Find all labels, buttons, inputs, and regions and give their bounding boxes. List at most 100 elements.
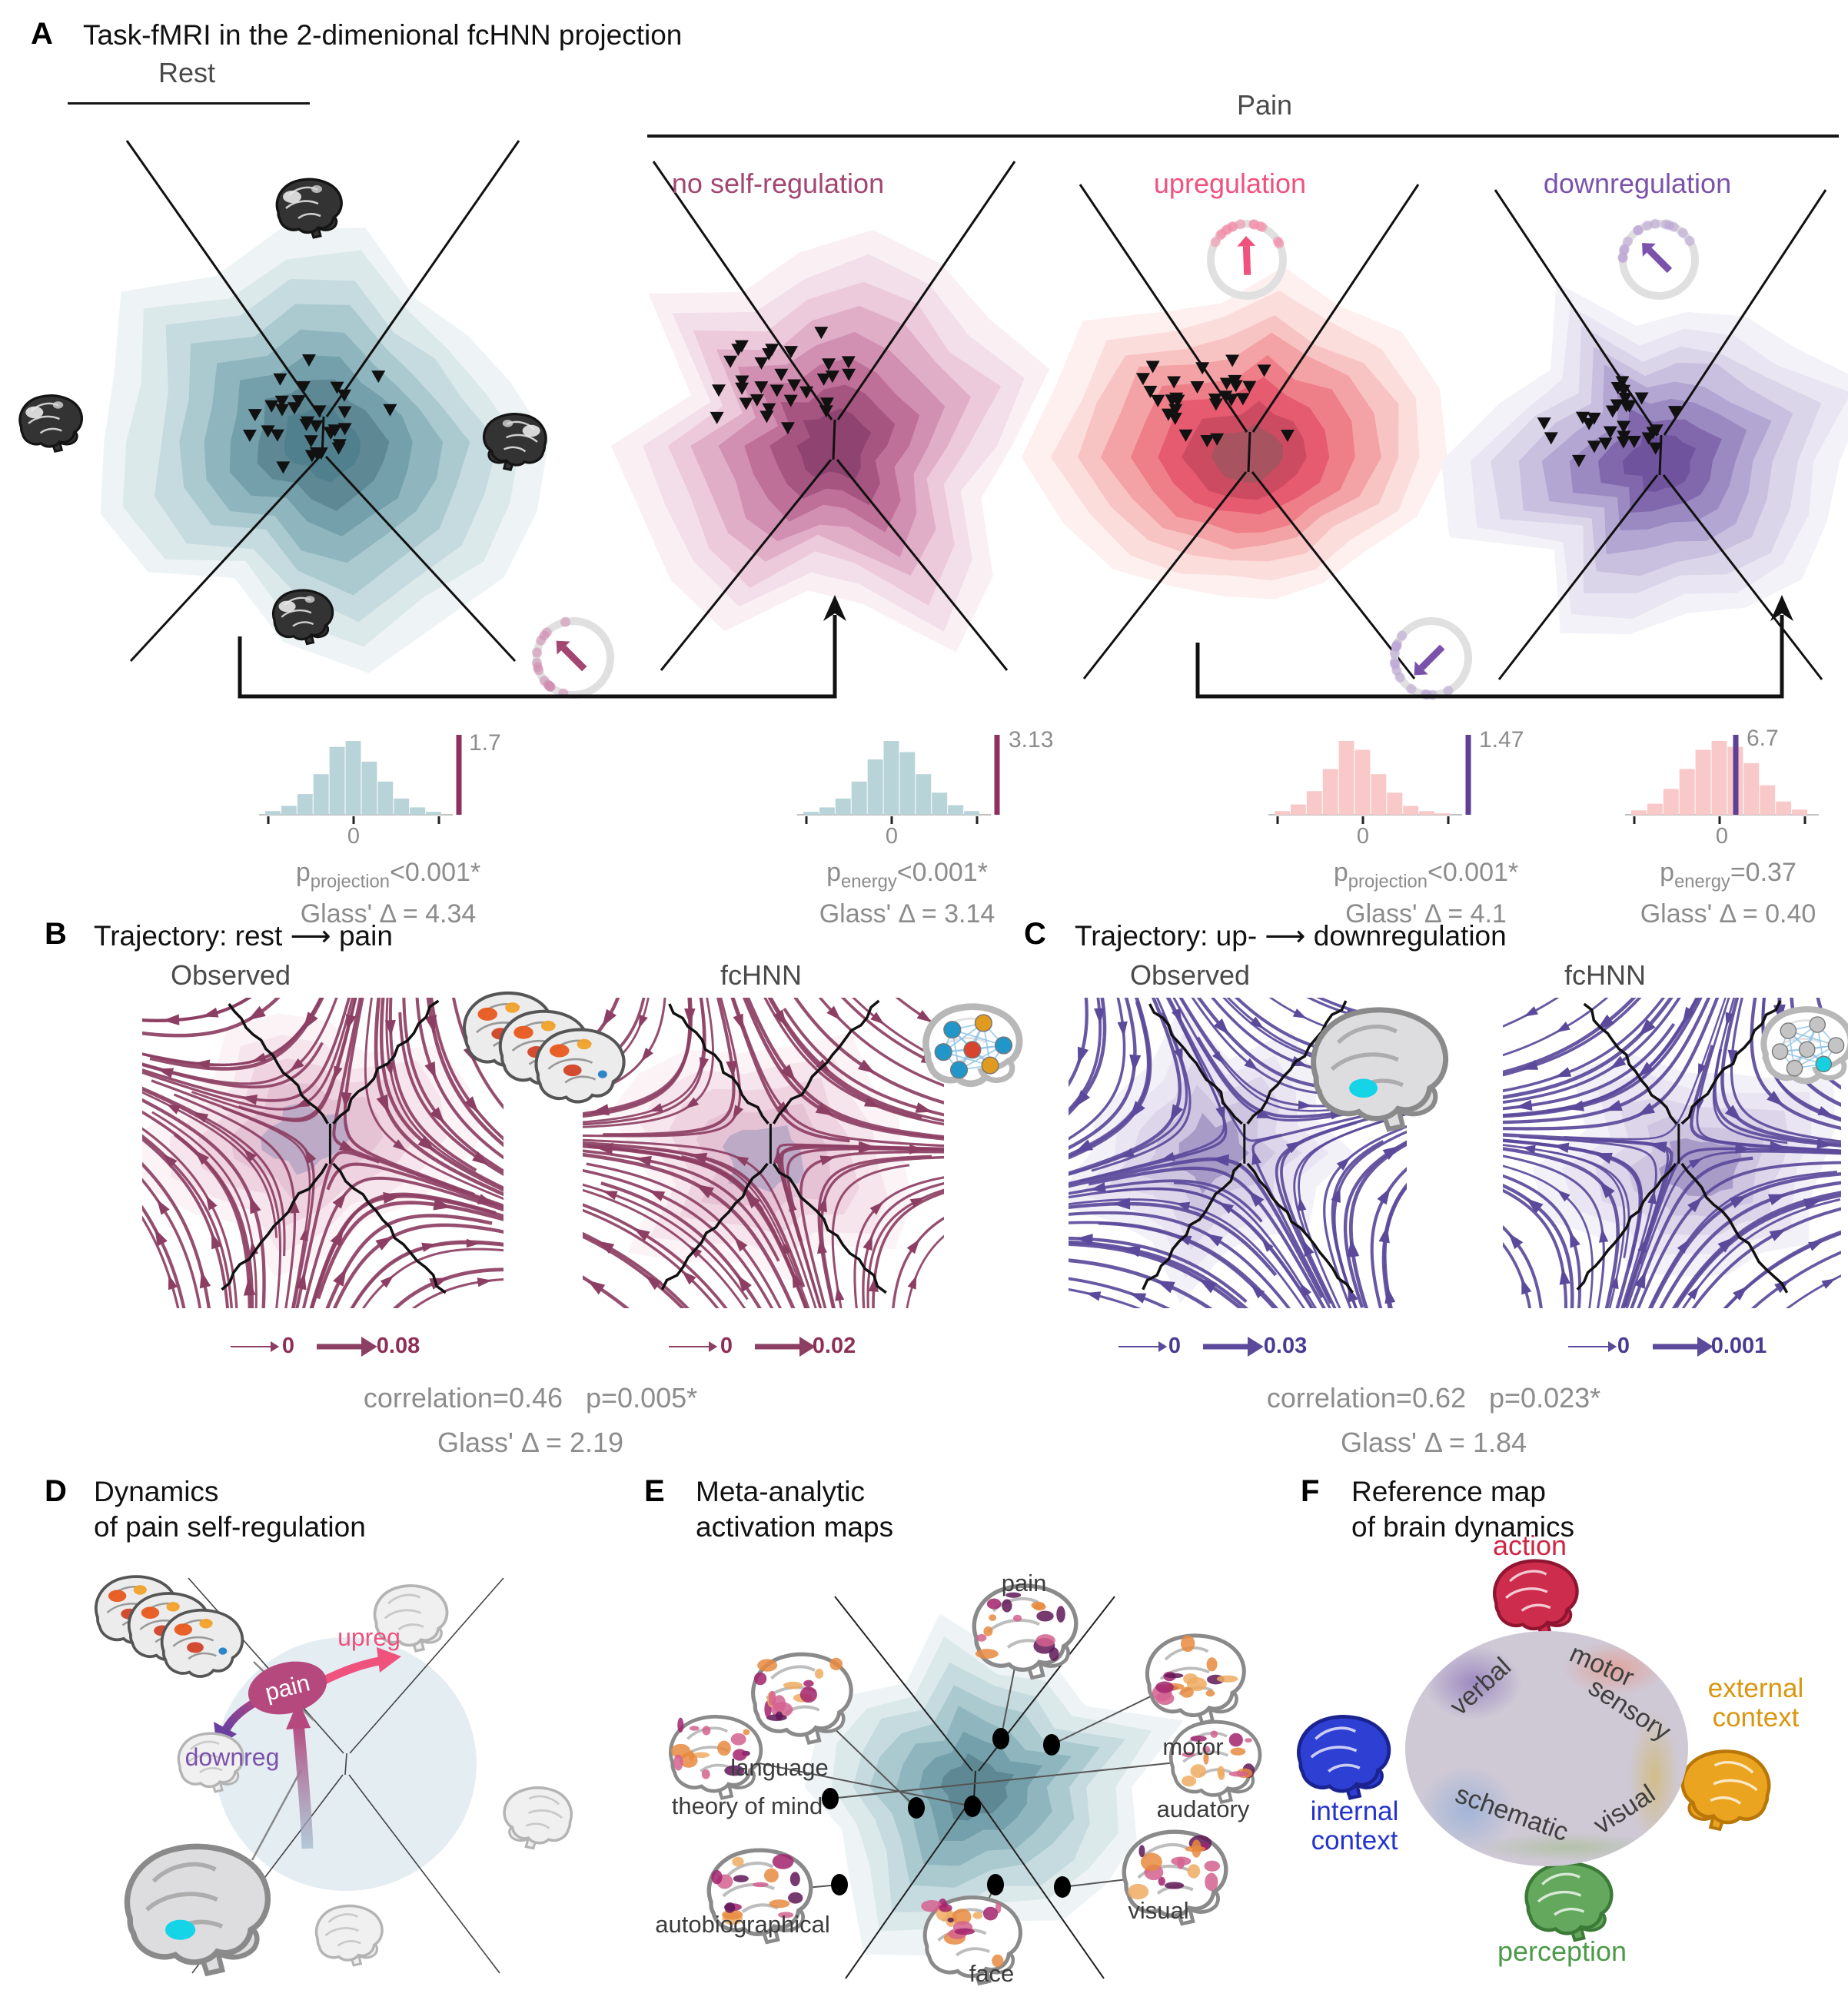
p-value-line: penergy<0.001* — [826, 858, 988, 892]
observed-label: Observed — [170, 959, 291, 991]
node-label-action: action — [1492, 1530, 1567, 1561]
activation-brain-stack — [462, 991, 626, 1104]
panel-f-title-line1: Reference map — [1351, 1476, 1546, 1507]
panel-b-icons — [462, 991, 1023, 1104]
glass-delta-line: Glass' Δ = 4.1 — [1345, 899, 1507, 929]
panel-c-title: Trajectory: up- ⟶ downregulation — [1075, 920, 1507, 952]
streamplot-b-fchnn — [583, 998, 944, 1308]
stream-legend-max: 0.08 — [376, 1334, 420, 1358]
panel-e-title-line2: activation maps — [696, 1511, 894, 1543]
panel-b-letter: B — [45, 917, 67, 951]
panel-a-title: Task-fMRI in the 2-dimenional fcHNN proj… — [83, 19, 683, 51]
brain-icon — [1122, 1829, 1228, 1926]
map-label-visual: visual — [1128, 1897, 1189, 1924]
stream-legend-min: 0 — [1617, 1334, 1630, 1358]
panel-e-title-line1: Meta-analytic — [696, 1476, 866, 1507]
brain-icon — [272, 589, 334, 646]
streamplot-c-fchnn — [1503, 998, 1841, 1308]
brain-icon — [1493, 1559, 1579, 1637]
correlation-line: correlation=0.62 p=0.023* — [1266, 1382, 1601, 1414]
brain-icon — [314, 1904, 384, 1967]
hist-zero-tick: 0 — [347, 824, 361, 849]
panel-a-rest-kde — [18, 140, 549, 673]
brain-icon — [972, 1583, 1079, 1680]
fchnn-network-icon — [1760, 1006, 1848, 1085]
stream-legend-min: 0 — [281, 1334, 295, 1358]
brain-icon — [669, 1715, 763, 1800]
glass-delta-line: Glass' Δ = 2.19 — [437, 1427, 624, 1458]
map-label-motor: motor — [1162, 1733, 1224, 1760]
brain-icon — [373, 1584, 449, 1653]
brain-icon — [275, 178, 343, 239]
glass-delta-line: Glass' Δ = 0.40 — [1640, 899, 1816, 929]
condition-label-upregulation: upregulation — [1153, 168, 1307, 199]
brain-icon — [1680, 1749, 1771, 1832]
glass-delta-line: Glass' Δ = 3.14 — [819, 899, 995, 929]
panel-c-icons — [1311, 1006, 1848, 1132]
map-label-face: face — [969, 1960, 1015, 1987]
map-label-language: language — [730, 1754, 829, 1781]
rest-underline — [68, 102, 310, 105]
fchnn-label: fcHNN — [1564, 959, 1646, 991]
activation-brain-stack — [95, 1575, 244, 1678]
panel-d-title-line1: Dynamics — [94, 1476, 219, 1507]
panel-c-legend-arrows — [1118, 1337, 1713, 1357]
panel-a-noselfreg-kde — [610, 161, 1050, 671]
brain-icon — [706, 1848, 813, 1945]
p-value-line: penergy=0.37 — [1660, 858, 1796, 892]
panel-a-upreg-kde — [1021, 184, 1447, 679]
correlation-line: correlation=0.46 p=0.005* — [363, 1382, 698, 1414]
brain-dynamics-gradient-map — [1405, 1631, 1688, 1866]
brain-icon — [124, 1843, 271, 1977]
panel-a-letter: A — [31, 17, 53, 51]
brain-icon — [1524, 1861, 1614, 1942]
streamplot-c-observed — [1069, 998, 1407, 1308]
p-value-line: pprojection<0.001* — [1333, 858, 1519, 892]
panel-a-connectors — [238, 595, 1793, 700]
rest-header: Rest — [158, 57, 216, 88]
brain-icon — [1168, 1719, 1262, 1805]
condition-label-downregulation: downregulation — [1543, 168, 1732, 199]
fchnn-label: fcHNN — [720, 959, 802, 991]
hist-zero-tick: 0 — [885, 824, 899, 849]
map-label-audatory: audatory — [1156, 1796, 1250, 1822]
brain-icon — [18, 394, 83, 453]
downreg-label: downreg — [184, 1743, 280, 1771]
node-label-perception: perception — [1497, 1935, 1627, 1967]
pain-underline — [647, 135, 1839, 138]
stream-legend-max: 0.001 — [1710, 1334, 1767, 1358]
map-label-autobiographical: autobiographical — [655, 1911, 830, 1938]
condition-label-no-self-regulation: no self-regulation — [671, 168, 885, 199]
hist-zero-tick: 0 — [1356, 824, 1370, 849]
panel-a-downreg-kde — [1441, 189, 1848, 680]
stream-legend-min: 0 — [720, 1334, 733, 1358]
brain-icon — [1297, 1715, 1391, 1800]
panel-f-letter: F — [1301, 1474, 1320, 1508]
panel-d-letter: D — [45, 1474, 67, 1508]
stream-legend-max: 0.02 — [812, 1334, 856, 1358]
observed-stat-label: 1.47 — [1479, 727, 1524, 752]
glass-delta-line: Glass' Δ = 1.84 — [1340, 1427, 1527, 1458]
brain-icon — [751, 1652, 853, 1745]
map-label-pain: pain — [1001, 1570, 1047, 1596]
panel-c-letter: C — [1024, 917, 1046, 951]
map-label-theory-of-mind: theory of mind — [671, 1792, 823, 1819]
panel-e-kde — [669, 1583, 1262, 1986]
observed-label: Observed — [1129, 959, 1251, 991]
panel-f-title-line2: of brain dynamics — [1351, 1511, 1574, 1543]
stream-legend-max: 0.03 — [1263, 1334, 1308, 1358]
panel-d-diagram — [95, 1575, 573, 1977]
observed-stat-label: 3.13 — [1009, 727, 1054, 752]
panel-e-letter: E — [644, 1474, 665, 1508]
brain-icon — [921, 1895, 1022, 1986]
panel-b-title: Trajectory: rest ⟶ pain — [94, 920, 393, 952]
upreg-label: upreg — [337, 1623, 401, 1651]
streamplot-b-observed — [142, 998, 504, 1308]
panel-d-title-line2: of pain self-regulation — [94, 1511, 366, 1543]
brain-icon — [177, 1732, 244, 1793]
observed-stat-label: 6.7 — [1747, 726, 1779, 751]
brain-icon — [483, 413, 547, 472]
